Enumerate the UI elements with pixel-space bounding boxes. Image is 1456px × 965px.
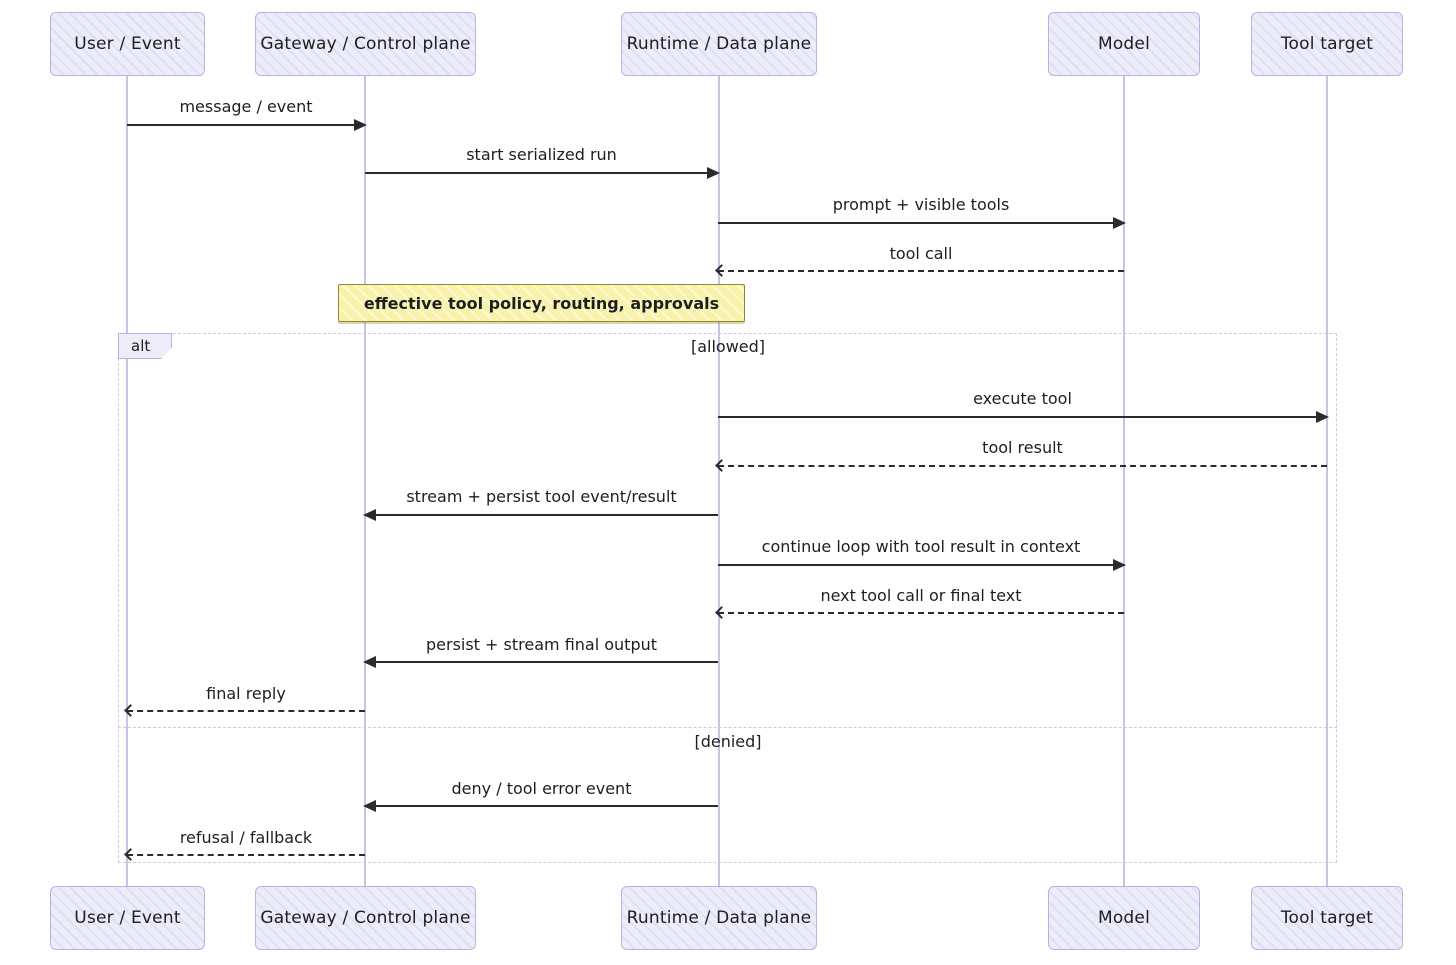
actor-box-tool-target-bottom: Tool target bbox=[1251, 886, 1403, 950]
arrowhead-right-icon bbox=[354, 119, 367, 131]
arrowhead-right-icon bbox=[1316, 411, 1329, 423]
lifeline-gateway-control-plane bbox=[364, 76, 366, 886]
message-label: persist + stream final output bbox=[425, 635, 658, 654]
message-label: tool result bbox=[982, 438, 1063, 457]
actor-box-user-event-top: User / Event bbox=[50, 12, 205, 76]
actor-label: Gateway / Control plane bbox=[260, 908, 471, 928]
arrowhead-right-icon bbox=[1113, 217, 1126, 229]
message-arrow bbox=[363, 656, 718, 668]
actor-box-runtime-data-plane-top: Runtime / Data plane bbox=[621, 12, 817, 76]
message-label: tool call bbox=[889, 244, 953, 263]
actor-box-user-event-bottom: User / Event bbox=[50, 886, 205, 950]
message-label: deny / tool error event bbox=[451, 779, 632, 798]
alt-label-text: alt bbox=[131, 337, 151, 355]
message-label: next tool call or final text bbox=[820, 586, 1022, 605]
alt-frame: alt bbox=[118, 333, 1337, 863]
lifeline-runtime-data-plane bbox=[718, 76, 720, 886]
alt-frame-label: alt bbox=[118, 333, 172, 359]
message-arrow bbox=[124, 848, 365, 861]
lifeline-tool-target bbox=[1326, 76, 1328, 886]
message-arrow bbox=[718, 559, 1126, 571]
message-arrow bbox=[718, 411, 1329, 423]
message-label: stream + persist tool event/result bbox=[406, 487, 677, 506]
message-arrow bbox=[363, 509, 718, 521]
message-label: start serialized run bbox=[466, 145, 617, 164]
message-arrow bbox=[127, 119, 367, 131]
actor-label: Model bbox=[1097, 34, 1151, 54]
alt-divider bbox=[118, 727, 1337, 728]
actor-label: Runtime / Data plane bbox=[626, 34, 812, 54]
actor-label: Gateway / Control plane bbox=[260, 34, 471, 54]
lifeline-user-event bbox=[126, 76, 128, 886]
actor-box-gateway-control-plane-top: Gateway / Control plane bbox=[255, 12, 476, 76]
arrowhead-right-icon bbox=[707, 167, 720, 179]
actor-box-model-bottom: Model bbox=[1048, 886, 1200, 950]
guard-allowed: [allowed] bbox=[690, 337, 766, 356]
message-arrow bbox=[715, 264, 1124, 277]
actor-box-model-top: Model bbox=[1048, 12, 1200, 76]
message-label: final reply bbox=[206, 684, 286, 703]
message-arrow bbox=[124, 704, 365, 717]
message-arrow bbox=[365, 167, 720, 179]
message-label: continue loop with tool result in contex… bbox=[761, 537, 1081, 556]
arrowhead-right-icon bbox=[1113, 559, 1126, 571]
message-arrow bbox=[715, 606, 1124, 619]
message-arrow bbox=[715, 459, 1327, 472]
actor-box-tool-target-top: Tool target bbox=[1251, 12, 1403, 76]
arrowhead-left-icon bbox=[363, 800, 376, 812]
arrowhead-left-icon bbox=[363, 656, 376, 668]
actor-label: User / Event bbox=[74, 908, 181, 928]
actor-label: Tool target bbox=[1280, 34, 1374, 54]
message-arrow bbox=[363, 800, 718, 812]
actor-box-gateway-control-plane-bottom: Gateway / Control plane bbox=[255, 886, 476, 950]
note: effective tool policy, routing, approval… bbox=[338, 284, 745, 322]
actor-label: User / Event bbox=[74, 34, 181, 54]
lifeline-model bbox=[1123, 76, 1125, 886]
actor-box-runtime-data-plane-bottom: Runtime / Data plane bbox=[621, 886, 817, 950]
guard-denied: [denied] bbox=[694, 732, 762, 751]
message-label: execute tool bbox=[973, 389, 1072, 408]
actor-label: Tool target bbox=[1280, 908, 1374, 928]
message-label: refusal / fallback bbox=[179, 828, 313, 847]
message-arrow bbox=[718, 217, 1126, 229]
message-label: prompt + visible tools bbox=[832, 195, 1010, 214]
actor-label: Runtime / Data plane bbox=[626, 908, 812, 928]
arrowhead-left-icon bbox=[363, 509, 376, 521]
message-label: message / event bbox=[179, 97, 313, 116]
note-label: effective tool policy, routing, approval… bbox=[363, 293, 720, 313]
actor-label: Model bbox=[1097, 908, 1151, 928]
